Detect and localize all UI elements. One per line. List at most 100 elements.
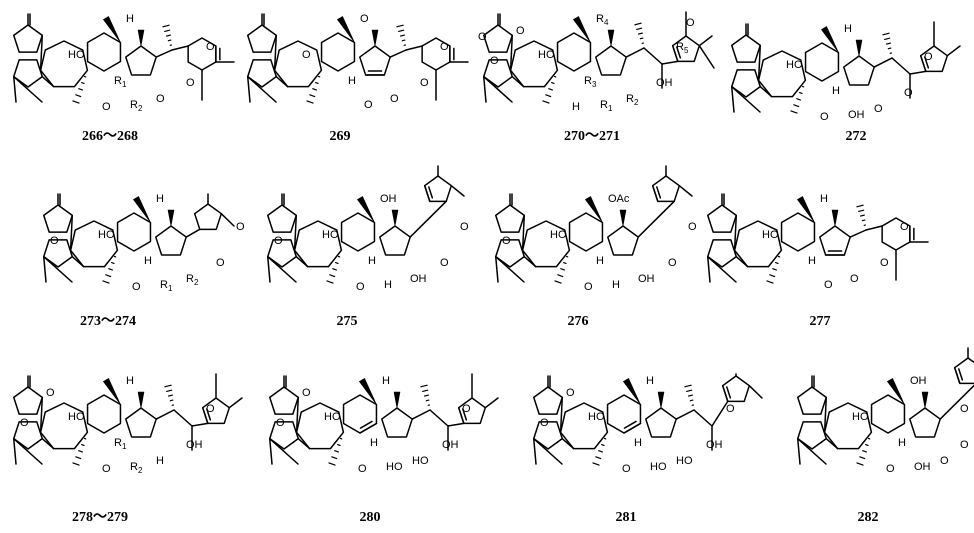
- atom-label: O: [874, 103, 883, 115]
- hashed-bond: [637, 32, 643, 35]
- atom-label: HO: [852, 411, 869, 423]
- ring-fusion-bond: [275, 75, 289, 88]
- side-chain-bond: [675, 409, 695, 420]
- double-bond: [958, 368, 964, 381]
- lactone-ring: [532, 386, 564, 415]
- hashed-bond: [328, 462, 336, 466]
- atom-label: OH: [848, 109, 865, 121]
- butenolide-ring: [919, 45, 949, 73]
- seven-ring: [509, 40, 559, 88]
- side-chain-bond: [711, 400, 729, 427]
- ring-fusion-bond: [71, 255, 85, 268]
- hashed-bond: [167, 39, 172, 42]
- atom-label: HO: [322, 229, 339, 241]
- atom-label: H: [646, 375, 654, 387]
- ether-ring: [12, 59, 44, 88]
- atom-label: HO: [588, 411, 605, 423]
- hashed-bond: [887, 47, 892, 50]
- hashed-bond: [796, 98, 801, 101]
- compound-number-label: 280: [360, 510, 381, 525]
- atom-label: O: [216, 257, 225, 269]
- hashed-bond: [81, 443, 85, 447]
- hashed-bond: [548, 88, 553, 91]
- ring-fusion-bond: [825, 437, 839, 450]
- atom-label: O: [440, 257, 449, 269]
- ring-fusion-bond: [823, 396, 828, 434]
- hashed-bond: [884, 37, 891, 41]
- atom-label: R5: [676, 41, 689, 55]
- hashed-bond: [102, 280, 110, 284]
- side-chain-bond: [409, 200, 447, 238]
- atom-label: HO: [68, 411, 85, 423]
- atom-label: H: [572, 101, 580, 113]
- ring-fusion-bond: [39, 396, 44, 434]
- wedge-bond: [393, 391, 401, 409]
- five-ring: [125, 45, 157, 76]
- ring-fusion-bond: [521, 214, 526, 252]
- hashed-bond: [858, 209, 865, 213]
- atom-label: O: [364, 99, 373, 111]
- atom-label: H: [898, 437, 906, 449]
- side-chain-bond: [625, 47, 645, 58]
- compound-number-label: 269: [330, 129, 351, 144]
- butenolide-ring: [953, 357, 974, 385]
- atom-label: OH: [410, 273, 427, 285]
- atom-label: O: [688, 221, 697, 233]
- double-bond: [919, 54, 927, 73]
- atom-label: O: [358, 463, 367, 475]
- hashed-bond: [554, 280, 562, 284]
- ring-fusion-bond: [273, 34, 278, 72]
- side-chain-bond: [447, 422, 465, 427]
- wedge-bond: [137, 29, 145, 47]
- atom-label: OAc: [608, 193, 630, 205]
- hashed-bond: [775, 261, 779, 265]
- six-ring: [116, 212, 152, 252]
- hashed-bond: [167, 394, 173, 397]
- double-bond: [457, 406, 465, 425]
- atom-label: O: [302, 49, 311, 61]
- carbonyl-bond: [484, 397, 499, 409]
- methyl-bond: [796, 437, 827, 465]
- five-ring: [155, 225, 187, 256]
- hashed-bond: [164, 384, 172, 388]
- atom-label: H: [126, 13, 134, 25]
- double-bond: [953, 366, 961, 385]
- atom-label: O: [206, 403, 215, 415]
- wedge-bond: [103, 378, 121, 405]
- atom-label: R1: [160, 279, 173, 293]
- methyl-bond: [730, 85, 761, 113]
- methyl-bond: [532, 437, 563, 465]
- methyl-bond: [706, 255, 711, 283]
- atom-label: O: [940, 455, 949, 467]
- five-ring: [843, 55, 875, 86]
- side-chain-bond: [643, 47, 663, 65]
- atom-label: HO: [324, 411, 341, 423]
- atom-label: O: [440, 41, 449, 53]
- side-chain-bond: [637, 200, 675, 238]
- hashed-bond: [542, 100, 550, 104]
- atom-label: OH: [186, 439, 203, 451]
- atom-label: R2: [626, 93, 639, 107]
- wedge-bond: [797, 196, 815, 223]
- wedge-bond: [573, 16, 591, 43]
- six-ring: [342, 394, 378, 434]
- double-bond: [462, 408, 468, 421]
- hashed-bond: [634, 22, 642, 26]
- ring-fusion-bond: [511, 75, 525, 88]
- hashed-bond: [335, 261, 339, 265]
- atom-label: OH: [910, 375, 927, 387]
- hashed-bond: [401, 39, 406, 42]
- hashed-bond: [396, 24, 404, 28]
- methyl-bond: [12, 437, 17, 465]
- seven-ring: [273, 40, 323, 88]
- side-chain-bond: [411, 409, 431, 420]
- side-chain-bond: [155, 409, 175, 420]
- hashed-bond: [422, 389, 429, 393]
- wedge-bond: [103, 16, 121, 43]
- wedge-bond: [137, 391, 145, 409]
- atom-label: O: [390, 93, 399, 105]
